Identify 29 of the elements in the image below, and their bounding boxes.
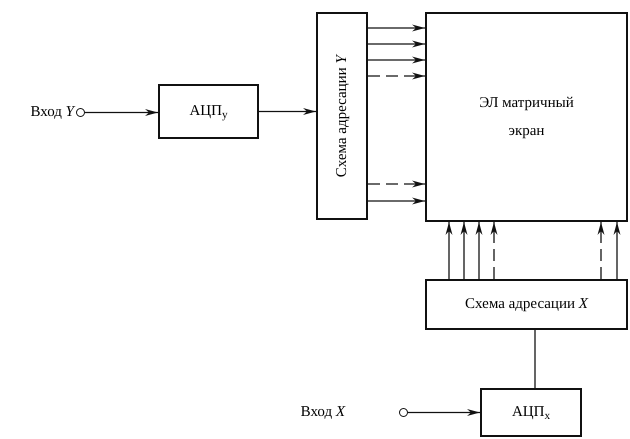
arrow	[368, 72, 425, 80]
arrow	[368, 24, 425, 32]
matrix-screen-box	[425, 12, 628, 222]
arrow	[490, 222, 498, 279]
arrow	[368, 40, 425, 48]
arrow	[476, 222, 482, 279]
block-label: ЭЛ матричный экран	[478, 94, 575, 141]
adc-box	[480, 388, 582, 437]
arrow	[368, 198, 425, 204]
arrow	[446, 222, 452, 279]
input-terminal	[399, 408, 408, 417]
arrow	[368, 56, 425, 64]
arrow	[460, 222, 468, 279]
adc-box	[158, 84, 259, 139]
addressing-circuit-box	[425, 279, 628, 330]
arrow	[614, 222, 620, 279]
block-label: АЦП$_{у}$	[189, 102, 228, 124]
block-label: АЦП$_{x}$	[512, 403, 550, 424]
block-label: Схема адресации Y	[332, 54, 351, 178]
arrow	[408, 409, 480, 416]
input-label: Вход Y	[30, 105, 74, 120]
input-label: Вход X	[300, 405, 345, 420]
input-terminal	[76, 108, 85, 117]
addressing-circuit-box	[316, 12, 368, 220]
arrow	[368, 180, 425, 188]
arrow	[85, 109, 158, 116]
arrow	[259, 108, 316, 115]
block-label: Схема адресации X	[465, 295, 588, 314]
arrow	[598, 222, 604, 279]
